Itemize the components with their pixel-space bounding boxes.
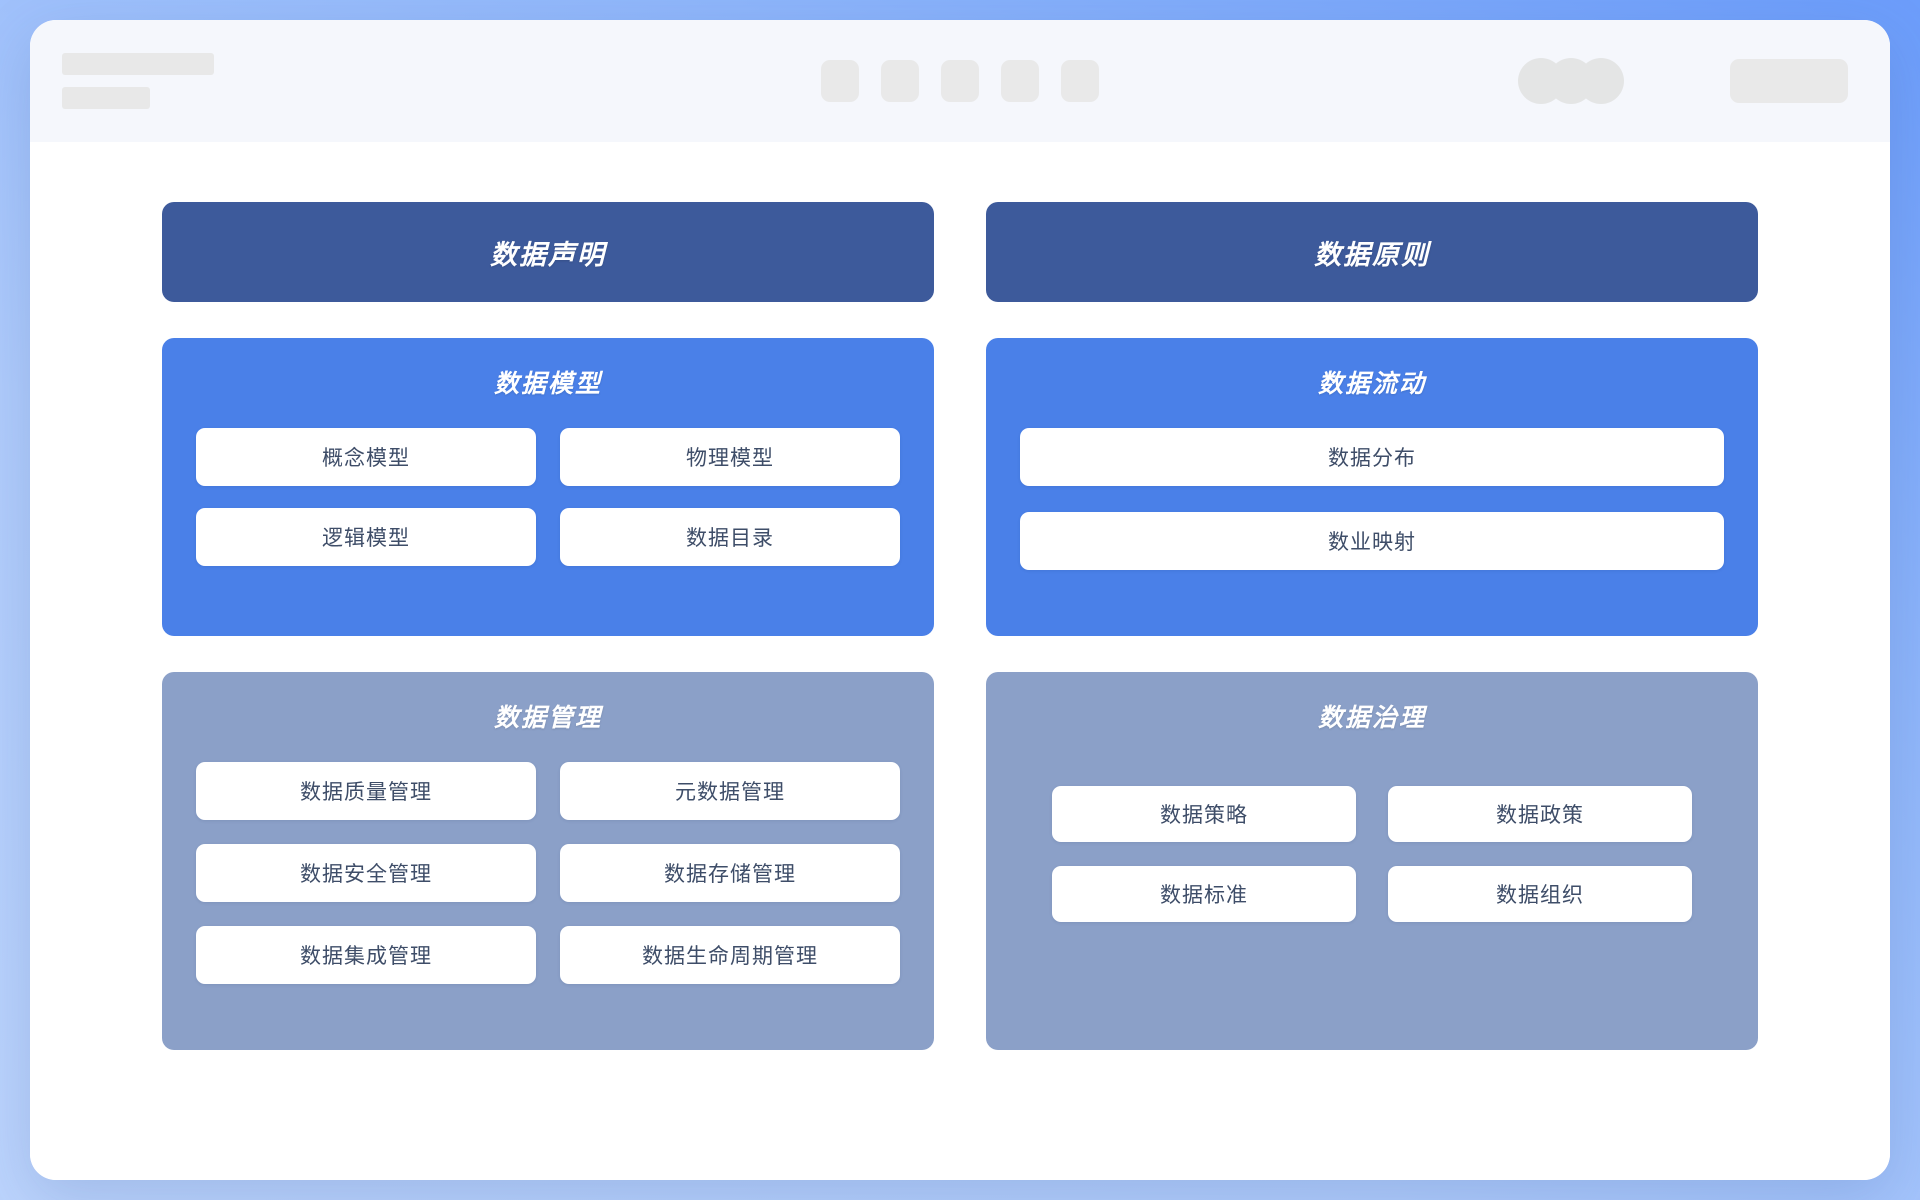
- titlebar-left-placeholder: [62, 53, 214, 109]
- toolbar-icon-3[interactable]: [941, 60, 979, 102]
- primary-action-button[interactable]: [1730, 59, 1848, 103]
- card-title: 数据模型: [493, 371, 602, 398]
- card-title: 数据声明: [490, 239, 606, 270]
- card-data-statement[interactable]: 数据声明: [162, 202, 934, 302]
- card-data-flow[interactable]: 数据流动 数据分布 数业映射: [986, 338, 1758, 636]
- list-item[interactable]: 数据质量管理: [196, 762, 536, 820]
- card-title: 数据原则: [1314, 239, 1430, 270]
- browser-window: 数据声明 数据原则 数据模型 概念模型 物理模型 逻辑模型 数据目录 数据流动: [30, 20, 1890, 1180]
- toolbar-icon-2[interactable]: [881, 60, 919, 102]
- list-item[interactable]: 数据安全管理: [196, 844, 536, 902]
- window-titlebar: [30, 20, 1890, 142]
- list-item[interactable]: 物理模型: [560, 428, 900, 486]
- card-data-management[interactable]: 数据管理 数据质量管理 元数据管理 数据安全管理 数据存储管理 数据集成管理 数…: [162, 672, 934, 1050]
- list-item[interactable]: 数据生命周期管理: [560, 926, 900, 984]
- list-item[interactable]: 数据组织: [1388, 866, 1692, 922]
- list-item[interactable]: 数据策略: [1052, 786, 1356, 842]
- list-item[interactable]: 元数据管理: [560, 762, 900, 820]
- list-item[interactable]: 逻辑模型: [196, 508, 536, 566]
- card-data-governance[interactable]: 数据治理 数据策略 数据政策 数据标准 数据组织: [986, 672, 1758, 1050]
- list-item[interactable]: 数据目录: [560, 508, 900, 566]
- list-item[interactable]: 数据政策: [1388, 786, 1692, 842]
- skeleton-bar-secondary: [62, 87, 150, 109]
- avatar[interactable]: [1578, 58, 1624, 104]
- list-item[interactable]: 数据存储管理: [560, 844, 900, 902]
- toolbar-icon-5[interactable]: [1061, 60, 1099, 102]
- card-title: 数据治理: [1317, 705, 1426, 732]
- card-item-list: 概念模型 物理模型 逻辑模型 数据目录: [196, 428, 900, 566]
- card-title: 数据流动: [1317, 371, 1426, 398]
- list-item[interactable]: 数据标准: [1052, 866, 1356, 922]
- card-grid: 数据声明 数据原则 数据模型 概念模型 物理模型 逻辑模型 数据目录 数据流动: [162, 202, 1758, 1050]
- list-item[interactable]: 数据分布: [1020, 428, 1724, 486]
- list-item[interactable]: 数业映射: [1020, 512, 1724, 570]
- card-title: 数据管理: [493, 705, 602, 732]
- toolbar-icon-4[interactable]: [1001, 60, 1039, 102]
- card-item-list: 数据分布 数业映射: [1020, 428, 1724, 570]
- diagram-canvas: 数据声明 数据原则 数据模型 概念模型 物理模型 逻辑模型 数据目录 数据流动: [30, 142, 1890, 1180]
- titlebar-toolbar-icons[interactable]: [821, 60, 1099, 102]
- card-item-list: 数据质量管理 元数据管理 数据安全管理 数据存储管理 数据集成管理 数据生命周期…: [196, 762, 900, 984]
- avatar-group[interactable]: [1518, 58, 1624, 104]
- card-data-principle[interactable]: 数据原则: [986, 202, 1758, 302]
- skeleton-bar-primary: [62, 53, 214, 75]
- list-item[interactable]: 概念模型: [196, 428, 536, 486]
- card-item-list: 数据策略 数据政策 数据标准 数据组织: [1020, 786, 1724, 922]
- card-data-model[interactable]: 数据模型 概念模型 物理模型 逻辑模型 数据目录: [162, 338, 934, 636]
- toolbar-icon-1[interactable]: [821, 60, 859, 102]
- titlebar-right-cluster: [1518, 58, 1848, 104]
- list-item[interactable]: 数据集成管理: [196, 926, 536, 984]
